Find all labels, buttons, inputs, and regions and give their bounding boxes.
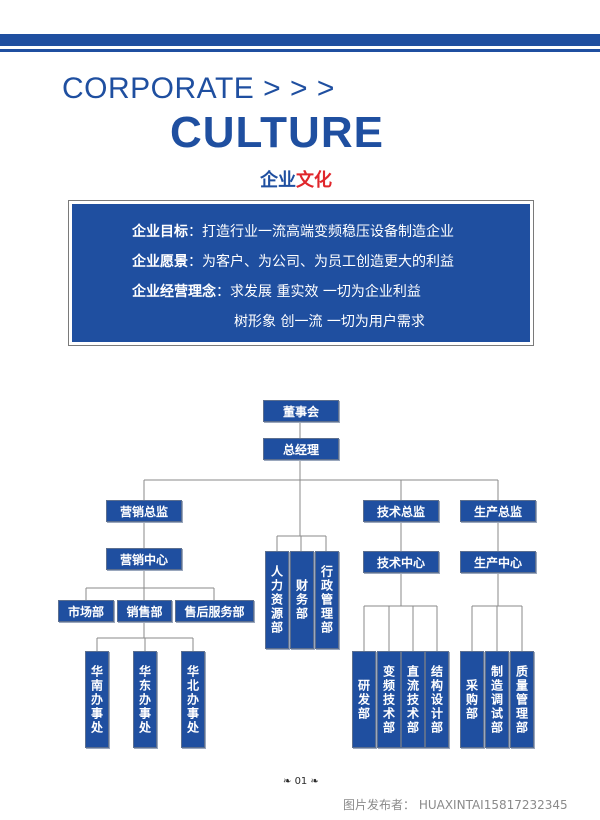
philosophy-line-2: 树形象 创一流 一切为用户需求: [234, 314, 425, 330]
header-bar: [0, 34, 600, 46]
org-mfg-dept: 制造调试部: [485, 651, 509, 748]
org-tech-director: 技术总监: [363, 500, 439, 522]
org-hr-dept: 人力资源部: [265, 551, 289, 649]
page-number: ❧ 01 ❧: [283, 776, 319, 787]
org-qa-dept: 质量管理部: [510, 651, 534, 748]
org-board: 董事会: [263, 400, 339, 422]
header-bar-thin: [0, 49, 600, 52]
vision-line: 企业愿景：为客户、为公司、为员工创造更大的利益: [132, 254, 454, 270]
publisher-credit: 图片发布者： HUAXINTAI15817232345: [343, 798, 568, 812]
goal-line: 企业目标：打造行业一流高端变频稳压设备制造企业: [132, 224, 454, 240]
title-corporate: CORPORATE > > >: [62, 72, 335, 105]
org-purchase-dept: 采购部: [460, 651, 484, 748]
org-tech-center: 技术中心: [363, 551, 439, 573]
org-finance-dept: 财务部: [290, 551, 314, 649]
org-dc-dept: 直流技术部: [401, 651, 425, 748]
org-service-dept: 售后服务部: [175, 600, 254, 622]
org-south-office: 华南办事处: [85, 651, 109, 748]
org-east-office: 华东办事处: [133, 651, 157, 748]
org-sales-director: 营销总监: [106, 500, 182, 522]
org-north-office: 华北办事处: [181, 651, 205, 748]
title-chinese: 企业文化: [260, 170, 332, 191]
philosophy-line: 企业经营理念：求发展 重实效 一切为企业利益: [132, 284, 421, 300]
org-sales-dept: 销售部: [117, 600, 172, 622]
org-market-dept: 市场部: [58, 600, 114, 622]
org-prod-director: 生产总监: [460, 500, 536, 522]
culture-box: 企业目标：打造行业一流高端变频稳压设备制造企业 企业愿景：为客户、为公司、为员工…: [68, 200, 534, 346]
org-struct-dept: 结构设计部: [425, 651, 449, 748]
org-general-manager: 总经理: [263, 438, 339, 460]
org-rd-dept: 研发部: [352, 651, 376, 748]
org-sales-center: 营销中心: [106, 548, 182, 570]
org-prod-center: 生产中心: [460, 551, 536, 573]
org-vf-dept: 变频技术部: [377, 651, 401, 748]
org-admin-dept: 行政管理部: [315, 551, 339, 649]
title-culture: CULTURE: [170, 108, 384, 157]
